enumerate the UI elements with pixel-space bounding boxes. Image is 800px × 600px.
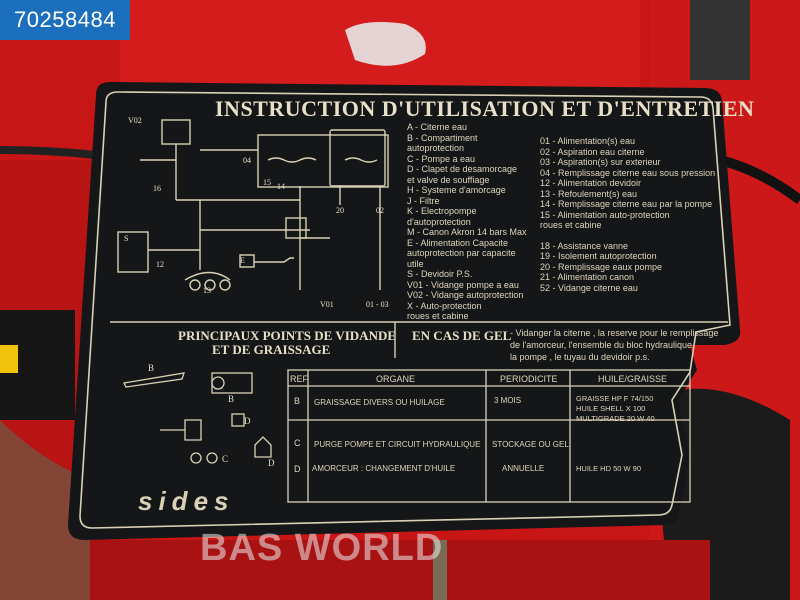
- gel-instructions: la pompe , le tuyau du devidoir p.s.: [510, 352, 650, 362]
- legend-line: 12 - Alimentation devidoir: [540, 178, 642, 188]
- legend-line: 15 - Alimentation auto-protection: [540, 209, 670, 220]
- part-label: D: [268, 458, 275, 468]
- part-label: B: [148, 363, 155, 373]
- legend-line: V01 - Vidange pompe a eau: [407, 279, 519, 290]
- legend-line: 19 - Isolement autoprotection: [540, 251, 657, 261]
- legend-line: d'autoprotection: [407, 216, 471, 227]
- table-row-periodicite: 3 MOIS: [494, 396, 522, 405]
- legend-line: autoprotection par capacite: [407, 248, 516, 258]
- legend-line: X - Auto-protection: [407, 300, 482, 311]
- table-header-organe: ORGANE: [376, 374, 416, 384]
- diagram-label: 12: [156, 260, 164, 269]
- listing-id-badge: 70258484: [0, 0, 130, 40]
- legend-line: 13 - Refoulement(s) eau: [540, 188, 638, 199]
- table-row-periodicite: ANNUELLE: [502, 464, 545, 473]
- table-header-periodicite: PERIODICITE: [500, 374, 558, 384]
- table-row-periodicite: STOCKAGE OU GEL: [492, 440, 569, 449]
- section-vidange-title: PRINCIPAUX POINTS DE VIDANDE: [178, 328, 397, 343]
- diagram-label: S: [124, 234, 129, 243]
- table-row-organe: GRAISSAGE DIVERS OU HUILAGE: [314, 398, 445, 407]
- diagram-label: 04: [243, 156, 251, 165]
- legend-line: 14 - Remplissage citerne eau par la pomp…: [540, 199, 713, 209]
- legend-line: autoprotection: [407, 143, 465, 153]
- legend-line: H - Systeme d'amorcage: [407, 185, 506, 195]
- legend-left-column: A - Citerne eau B - Compartiment autopro…: [407, 122, 527, 322]
- diagram-label: 16: [153, 184, 161, 193]
- legend-line: C - Pompe a eau: [407, 153, 476, 164]
- legend-right-column: 01 - Alimentation(s) eau 02 - Aspiration…: [540, 136, 715, 293]
- legend-line: J - Filtre: [407, 195, 440, 206]
- table-row-huile: GRAISSE HP F 74/150: [576, 394, 654, 403]
- table-row-huile: HUILE SHELL X 100: [576, 404, 646, 413]
- legend-line: utile: [407, 258, 424, 269]
- section-gel-title: EN CAS DE GEL: [412, 328, 512, 343]
- diagram-label: 01 - 03: [366, 300, 389, 309]
- diagram-label: 20: [336, 206, 344, 215]
- table-row-huile: MULTIGRADE 20 W 40: [576, 414, 655, 423]
- legend-line: D - Clapet de desamorcage: [407, 164, 518, 174]
- table-row-ref: C: [294, 438, 301, 448]
- diagram-label: V01: [320, 300, 334, 309]
- legend-line: roues et cabine: [540, 220, 602, 230]
- gel-instructions: - Vidanger la citerne , la reserve pour …: [510, 328, 719, 338]
- sides-brand-logo: sides: [138, 486, 235, 516]
- table-row-ref: B: [294, 396, 301, 406]
- diagram-label: 13: [203, 286, 211, 295]
- legend-line: 18 - Assistance vanne: [540, 240, 629, 251]
- diagram-label: 02: [376, 206, 384, 215]
- part-label: D: [244, 416, 251, 426]
- diagram-label: E: [240, 256, 245, 265]
- plate-title: INSTRUCTION D'UTILISATION ET D'ENTRETIEN: [215, 96, 755, 121]
- table-row-huile: HUILE HD 50 W 90: [576, 464, 642, 473]
- legend-line: et valve de souffiage: [407, 174, 490, 185]
- bas-world-watermark: BAS WORLD: [200, 527, 444, 569]
- table-row-organe: PURGE POMPE ET CIRCUIT HYDRAULIQUE: [314, 440, 481, 449]
- gel-instructions: de l'amorceur, l'ensemble du bloc hydrau…: [510, 340, 695, 350]
- table-header-ref: REF: [290, 374, 308, 384]
- section-vidange-title: ET DE GRAISSAGE: [212, 342, 331, 357]
- legend-line: S - Devidoir P.S.: [407, 269, 473, 279]
- part-label: B: [228, 394, 235, 404]
- diagram-label: V02: [128, 116, 142, 125]
- legend-line: 03 - Aspiration(s) sur exterieur: [540, 157, 661, 167]
- legend-line: A - Citerne eau: [407, 122, 468, 132]
- part-label: C: [222, 454, 229, 464]
- legend-line: 21 - Alimentation canon: [540, 272, 635, 282]
- table-row-ref: D: [294, 464, 301, 474]
- legend-line: 52 - Vidange citerne eau: [540, 282, 638, 293]
- legend-line: M - Canon Akron 14 bars Max: [407, 227, 527, 237]
- legend-line: 02 - Aspiration eau citerne: [540, 146, 645, 157]
- table-row-organe: AMORCEUR : CHANGEMENT D'HUILE: [312, 464, 456, 473]
- legend-line: E - Alimentation Capacite: [407, 237, 509, 248]
- legend-line: 04 - Remplissage citerne eau sous pressi…: [540, 167, 716, 178]
- legend-line: roues et cabine: [407, 311, 469, 321]
- legend-line: K - Electropompe: [407, 206, 477, 216]
- legend-line: B - Compartiment: [407, 132, 478, 143]
- diagram-label: 15: [263, 178, 271, 187]
- table-header-huile: HUILE/GRAISSE: [598, 374, 668, 384]
- legend-line: V02 - Vidange autoprotection: [407, 290, 524, 300]
- diagram-label: 14: [277, 182, 285, 191]
- legend-line: 20 - Remplissage eaux pompe: [540, 261, 663, 272]
- legend-line: 01 - Alimentation(s) eau: [540, 136, 636, 146]
